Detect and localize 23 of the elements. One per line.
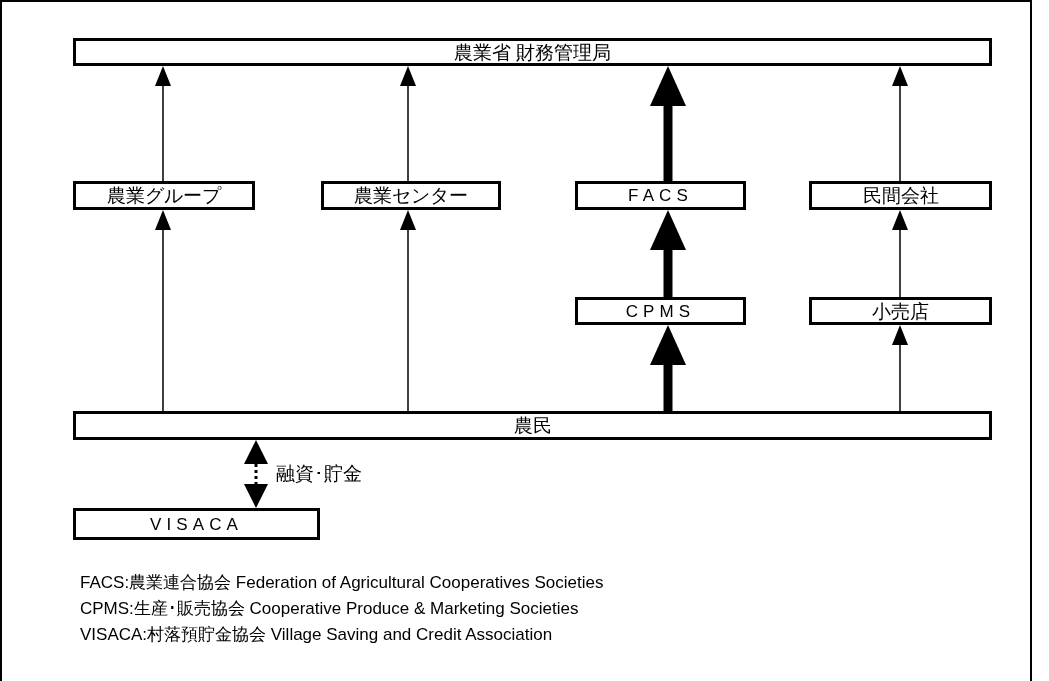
arrow xyxy=(400,66,416,182)
arrow xyxy=(892,66,908,182)
legend-note: FACS:農業連合協会 Federation of Agricultural Cooperatives Societies xyxy=(80,572,604,594)
arrow xyxy=(650,66,686,181)
arrow xyxy=(650,325,686,411)
arrow xyxy=(155,210,171,412)
process-box: 民間会社 xyxy=(809,181,992,210)
arrow xyxy=(892,210,908,298)
process-box: 農民 xyxy=(73,411,992,440)
process-box: VISACA xyxy=(73,508,320,540)
arrow xyxy=(244,440,268,508)
arrow xyxy=(400,210,416,412)
process-box: FACS xyxy=(575,181,746,210)
process-box: 農業センター xyxy=(321,181,501,210)
legend-note: CPMS:生産･販売協会 Cooperative Produce & Marketing Societies xyxy=(80,598,580,620)
process-box: 小売店 xyxy=(809,297,992,325)
legend-note: VISACA:村落預貯金協会 Village Saving and Credit Association xyxy=(80,624,554,646)
arrow xyxy=(650,210,686,297)
process-box: 農業グループ xyxy=(73,181,255,210)
process-box: 農業省 財務管理局 xyxy=(73,38,992,66)
process-box: CPMS xyxy=(575,297,746,325)
arrow xyxy=(892,325,908,412)
arrow xyxy=(155,66,171,182)
